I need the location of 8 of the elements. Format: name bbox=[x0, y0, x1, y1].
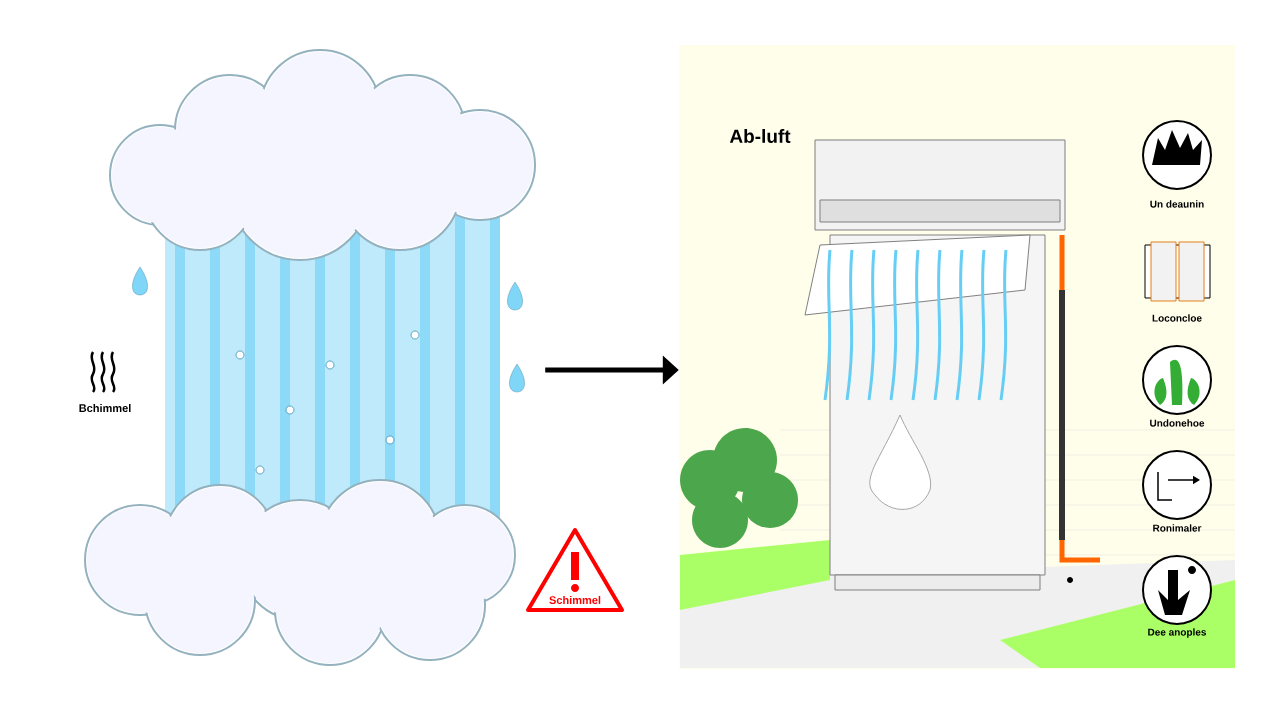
icon-label: Un deaunin bbox=[1150, 200, 1204, 208]
mold-label: Bchimmel bbox=[79, 403, 131, 413]
icon-label: Undonehoe bbox=[1150, 419, 1205, 427]
icon-label: Ronimaler bbox=[1153, 524, 1202, 532]
icon-label: Dee anoples bbox=[1148, 628, 1207, 638]
panel-title: Ab-luft bbox=[729, 129, 791, 143]
icon-label: Loconcloe bbox=[1152, 314, 1202, 322]
warning-label: Schimmel bbox=[549, 595, 601, 605]
